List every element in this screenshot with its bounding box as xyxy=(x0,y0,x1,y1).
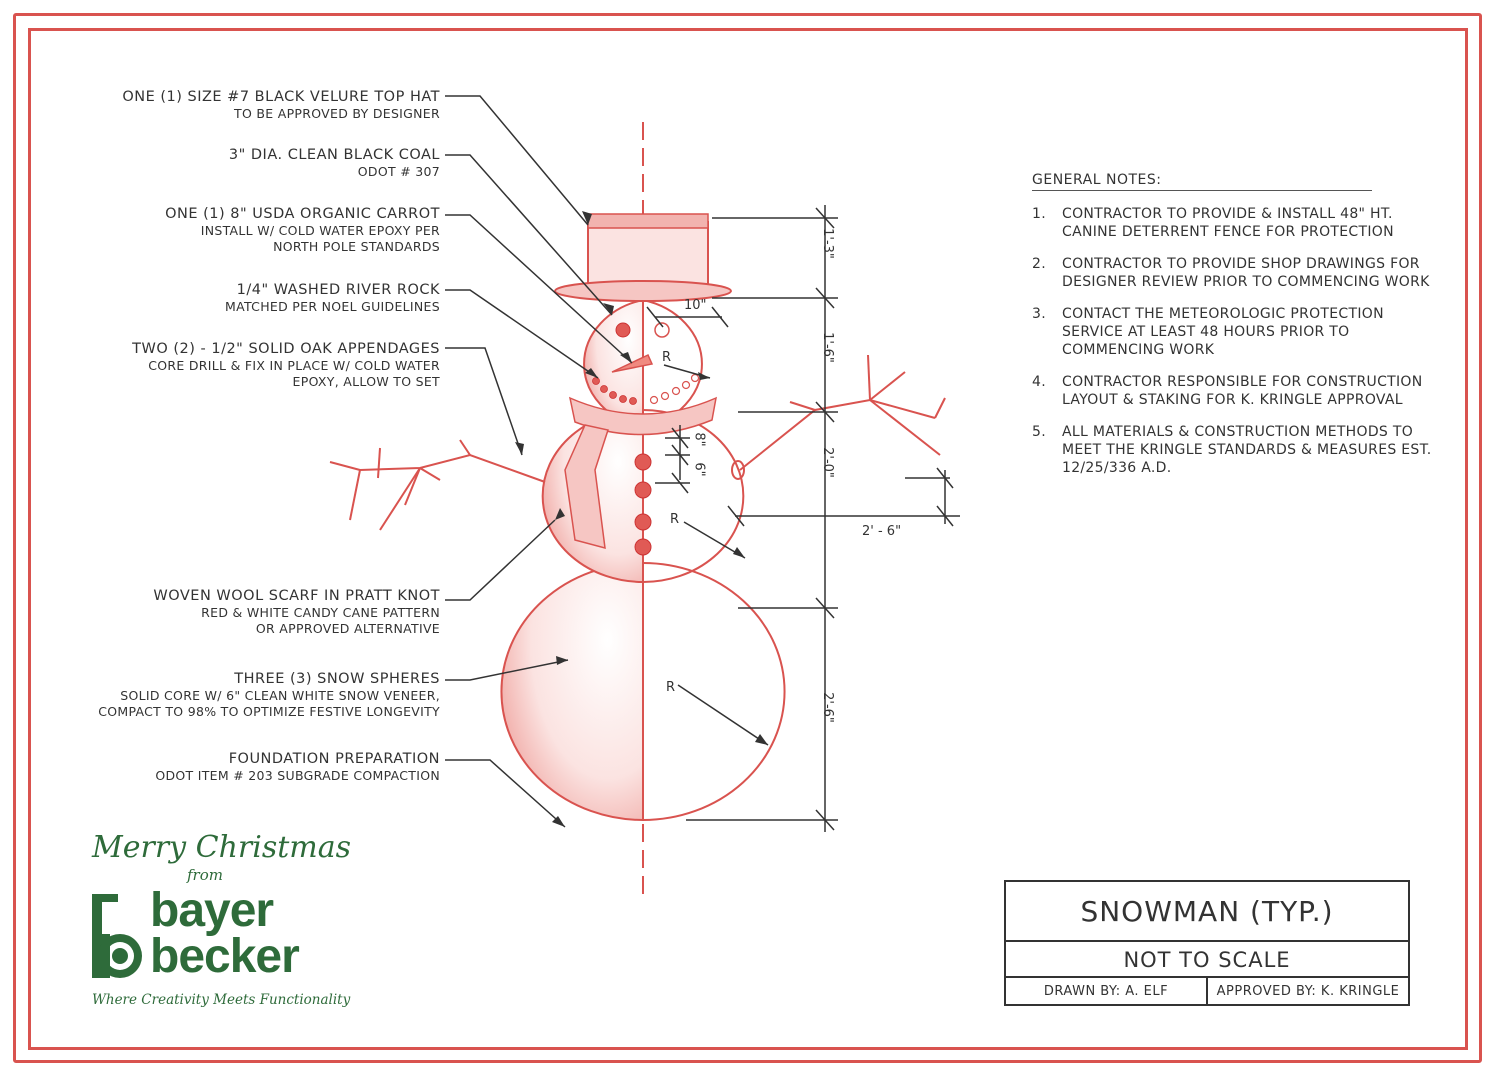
dim-radius-head: R xyxy=(662,350,672,365)
callout-scarf-l2: RED & WHITE CANDY CANE PATTERN xyxy=(201,605,440,620)
note-item: 2. CONTRACTOR TO PROVIDE SHOP DRAWINGS F… xyxy=(1032,255,1442,291)
note-item: 5. ALL MATERIALS & CONSTRUCTION METHODS … xyxy=(1032,423,1442,477)
dim-torso-6: 6" xyxy=(691,462,707,477)
buttons-left xyxy=(634,453,652,556)
callout-scarf-l3: OR APPROVED ALTERNATIVE xyxy=(255,621,440,636)
callout-carrot-l2: INSTALL W/ COLD WATER EPOXY PER xyxy=(200,223,440,238)
logo-line-2: becker xyxy=(150,930,300,983)
callout-river-rock-l2: MATCHED PER NOEL GUIDELINES xyxy=(225,299,440,314)
approved-by: APPROVED BY: K. KRINGLE xyxy=(1216,984,1400,999)
note-item: 1. CONTRACTOR TO PROVIDE & INSTALL 48" H… xyxy=(1032,205,1442,241)
callout-scarf-l1: WOVEN WOOL SCARF IN PRATT KNOT xyxy=(153,588,440,604)
dim-base-height: 2'-6" xyxy=(819,692,835,723)
greeting: Merry Christmas from xyxy=(92,830,352,884)
callout-carrot-l3: NORTH POLE STANDARDS xyxy=(273,239,440,254)
callout-appendages-l3: EPOXY, ALLOW TO SET xyxy=(292,374,440,389)
inner-border xyxy=(28,28,1468,1050)
note-text: ALL MATERIALS & CONSTRUCTION METHODS TO … xyxy=(1062,424,1432,476)
note-number: 2. xyxy=(1032,256,1046,272)
arm-left xyxy=(329,439,546,531)
title-block: SNOWMAN (TYP.) NOT TO SCALE DRAWN BY: A.… xyxy=(1004,880,1410,1006)
leader-arrowheads xyxy=(515,211,768,827)
callout-appendages-l1: TWO (2) - 1/2" SOLID OAK APPENDAGES xyxy=(132,341,440,357)
dim-arm-span: 2' - 6" xyxy=(862,524,902,539)
dim-hat-offset: 10" xyxy=(684,298,707,313)
callout-carrot-l1: ONE (1) 8" USDA ORGANIC CARROT xyxy=(165,206,440,222)
dim-head-height: 1'-6" xyxy=(819,332,835,363)
tagline: Where Creativity Meets Functionality xyxy=(92,992,351,1008)
mouth-rocks xyxy=(592,377,637,405)
outer-border xyxy=(13,13,1482,1063)
logo-line-1: bayer xyxy=(150,884,274,937)
note-text: CONTRACTOR TO PROVIDE SHOP DRAWINGS FOR … xyxy=(1062,256,1430,290)
dim-torso-8: 8" xyxy=(691,432,707,447)
coal-eye-left xyxy=(615,322,631,338)
callout-top-hat-l1: ONE (1) SIZE #7 BLACK VELURE TOP HAT xyxy=(122,89,440,105)
note-text: CONTACT THE METEOROLOGIC PROTECTION SERV… xyxy=(1062,306,1384,358)
callout-top-hat: ONE (1) SIZE #7 BLACK VELURE TOP HAT TO … xyxy=(122,88,440,122)
carrot xyxy=(611,353,654,373)
callout-snow-spheres-l1: THREE (3) SNOW SPHERES xyxy=(234,671,440,687)
drawing-title: SNOWMAN (TYP.) xyxy=(1006,882,1408,942)
note-number: 3. xyxy=(1032,306,1046,322)
note-number: 1. xyxy=(1032,206,1046,222)
drawing-scale: NOT TO SCALE xyxy=(1006,942,1408,978)
dim-hat-height: 1'-3" xyxy=(819,228,835,259)
base-sphere-shaded xyxy=(500,561,644,822)
logo-icon xyxy=(92,894,142,978)
callout-snow-spheres-l3: COMPACT TO 98% TO OPTIMIZE FESTIVE LONGE… xyxy=(98,704,440,719)
callout-river-rock: 1/4" WASHED RIVER ROCK MATCHED PER NOEL … xyxy=(225,281,440,315)
general-notes: GENERAL NOTES: 1. CONTRACTOR TO PROVIDE … xyxy=(1032,172,1442,477)
drawn-by: DRAWN BY: A. ELF xyxy=(1006,978,1208,1004)
callout-foundation-l1: FOUNDATION PREPARATION xyxy=(228,751,440,767)
leader-lines xyxy=(445,95,769,828)
logo-wordmark: bayer becker xyxy=(150,884,300,983)
callout-appendages: TWO (2) - 1/2" SOLID OAK APPENDAGES CORE… xyxy=(132,340,440,390)
hat-crown xyxy=(587,221,709,285)
arm-right xyxy=(731,354,946,480)
greeting-from: from xyxy=(187,866,223,884)
callout-carrot: ONE (1) 8" USDA ORGANIC CARROT INSTALL W… xyxy=(165,205,440,255)
hat-brim xyxy=(554,280,732,302)
dim-radius-base: R xyxy=(666,680,676,695)
dim-radius-torso: R xyxy=(670,512,680,527)
callout-scarf: WOVEN WOOL SCARF IN PRATT KNOT RED & WHI… xyxy=(153,587,440,637)
note-number: 5. xyxy=(1032,424,1046,440)
note-text: CONTRACTOR RESPONSIBLE FOR CONSTRUCTION … xyxy=(1062,374,1423,408)
dim-torso-height: 2'-0" xyxy=(819,447,835,478)
callout-appendages-l2: CORE DRILL & FIX IN PLACE W/ COLD WATER xyxy=(148,358,440,373)
callout-coal: 3" DIA. CLEAN BLACK COAL ODOT # 307 xyxy=(229,146,440,180)
callout-river-rock-l1: 1/4" WASHED RIVER ROCK xyxy=(236,282,440,298)
note-text: CONTRACTOR TO PROVIDE & INSTALL 48" HT. … xyxy=(1062,206,1394,240)
note-number: 4. xyxy=(1032,374,1046,390)
scarf-tail xyxy=(564,424,609,550)
greeting-merry: Merry Christmas xyxy=(92,830,352,865)
dimension-string xyxy=(646,205,960,832)
mouth-rocks-right xyxy=(649,373,700,405)
callout-coal-l2: ODOT # 307 xyxy=(357,164,440,179)
note-item: 3. CONTACT THE METEOROLOGIC PROTECTION S… xyxy=(1032,305,1442,359)
callout-top-hat-l2: TO BE APPROVED BY DESIGNER xyxy=(234,106,440,121)
base-sphere-outline xyxy=(642,562,786,821)
hat-top xyxy=(587,213,709,229)
note-item: 4. CONTRACTOR RESPONSIBLE FOR CONSTRUCTI… xyxy=(1032,373,1442,409)
callout-snow-spheres: THREE (3) SNOW SPHERES SOLID CORE W/ 6" … xyxy=(98,670,440,720)
callout-foundation-l2: ODOT ITEM # 203 SUBGRADE COMPACTION xyxy=(155,768,440,783)
callout-coal-l1: 3" DIA. CLEAN BLACK COAL xyxy=(228,147,440,163)
general-notes-title: GENERAL NOTES: xyxy=(1032,172,1372,191)
callout-foundation: FOUNDATION PREPARATION ODOT ITEM # 203 S… xyxy=(155,750,440,784)
coal-eye-right xyxy=(654,322,670,338)
callout-snow-spheres-l2: SOLID CORE W/ 6" CLEAN WHITE SNOW VENEER… xyxy=(120,688,440,703)
